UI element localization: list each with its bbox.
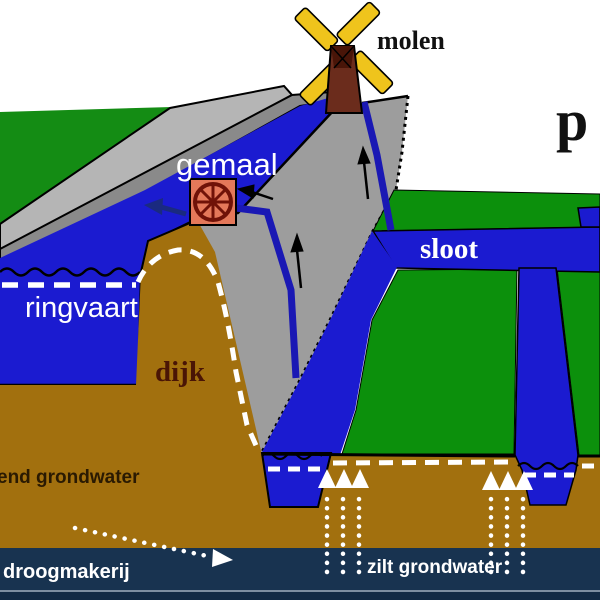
ringvaart-wave-line — [0, 267, 141, 277]
mill-blade-nw — [294, 7, 339, 52]
pump-pipes — [235, 101, 395, 379]
seepage-arrows — [318, 469, 533, 575]
gemaal-pipe — [235, 204, 300, 379]
level-polder — [332, 459, 515, 466]
flow-arrow-icon — [295, 249, 303, 289]
sloot-toward-viewer — [262, 231, 397, 455]
seepage-arrow-icon — [499, 471, 517, 490]
flow-arrow-icon — [362, 161, 370, 200]
gemaal-wheel-spokes — [195, 184, 231, 220]
flow-arrow-icon — [251, 190, 274, 201]
seepage-arrow-icon — [482, 471, 500, 490]
seepage-arrowheads — [318, 469, 533, 490]
soil-cross-section — [0, 220, 600, 548]
label-zilt-grondwater: zilt grondwater — [367, 557, 503, 578]
sloot-upper-right — [577, 206, 600, 228]
seepage-arrow-icon — [351, 469, 369, 488]
groundwater-arrowhead — [212, 549, 233, 567]
flow-arrowhead — [290, 232, 304, 253]
dike-crest-edge — [140, 219, 198, 273]
sloot-trench-left — [260, 452, 333, 508]
label-polder-partial: p — [556, 88, 589, 153]
level-over-dike — [135, 247, 261, 452]
molen-pipe — [360, 101, 395, 231]
trench-left-wave-line — [261, 451, 323, 461]
band-bottom-strip — [0, 592, 600, 600]
label-groundwater-left: end grondwater — [0, 467, 140, 488]
polder-surface-line — [261, 452, 600, 458]
flow-arrowhead — [236, 184, 255, 199]
label-ringvaart: ringvaart — [25, 292, 138, 324]
label-droogmakerij: droogmakerij — [3, 561, 130, 583]
label-molen: molen — [377, 26, 445, 55]
discharge-arrowhead — [144, 198, 163, 215]
windmill-icon — [294, 1, 394, 114]
seepage-arrow-icon — [318, 469, 336, 488]
groundwater-flow-arrow — [72, 525, 233, 567]
ringvaart-water — [0, 97, 332, 385]
pump-wheel-icon — [189, 178, 237, 226]
trench-right-wave-line — [517, 461, 579, 471]
flow-arrows — [236, 145, 371, 289]
water-level-dashed-line — [2, 247, 600, 478]
seepage-arrow-icon — [335, 469, 353, 488]
mill-roof-cross — [330, 45, 355, 69]
label-sloot: sloot — [420, 233, 478, 265]
mill-blade-ne — [336, 1, 381, 46]
sloot-horizontal — [371, 226, 600, 273]
label-gemaal: gemaal — [176, 147, 278, 182]
polder-field-upper — [372, 189, 600, 232]
seepage-arrow-icon — [515, 471, 533, 490]
face-top-edge — [361, 94, 409, 105]
discharge-arrow-shaft — [160, 204, 187, 217]
flow-arrowhead — [357, 145, 371, 165]
sloot-right-with-trench — [514, 267, 579, 506]
label-dijk: dijk — [155, 356, 205, 388]
discharge-arrow — [144, 198, 187, 217]
